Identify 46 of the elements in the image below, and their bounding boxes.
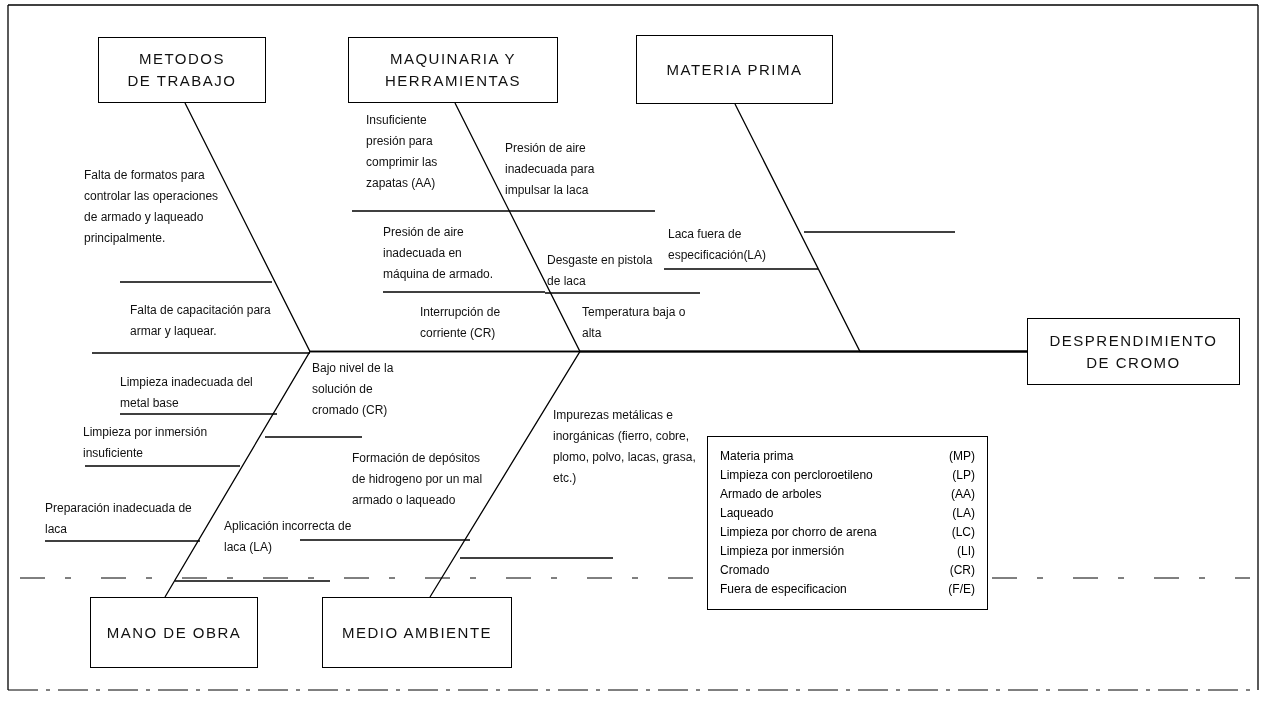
legend-entry-text: Armado de arboles bbox=[720, 486, 823, 503]
effect-box bbox=[1027, 318, 1240, 385]
cause-text: Temperatura baja o alta bbox=[582, 304, 687, 342]
cause-text: Falta de capacitación para armar y laquear. bbox=[130, 302, 272, 340]
box-heading: MEDIO AMBIENTE bbox=[341, 622, 493, 643]
box-heading: MATERIA PRIMA bbox=[666, 59, 803, 80]
box-heading: MANO DE OBRA bbox=[106, 622, 242, 643]
cause-text: Bajo nivel de la solución de cromado (CR) bbox=[312, 360, 395, 419]
box-heading: METODOS DE TRABAJO bbox=[127, 49, 237, 91]
abbreviation-text: (AA) bbox=[950, 486, 975, 503]
cause-text: Presión de aire inadecuada en máquina de armado. bbox=[383, 224, 495, 283]
legend-entry-text: Cromado bbox=[720, 562, 771, 579]
legend-entry-text: Limpieza por chorro de arena bbox=[720, 524, 878, 541]
abbreviation-text: (F/E) bbox=[948, 581, 975, 598]
legend-box bbox=[707, 436, 988, 610]
abbreviation-text: (CR) bbox=[948, 562, 975, 579]
legend-entry-text: Laqueado bbox=[720, 505, 775, 522]
abbreviation-text: (MP) bbox=[948, 448, 975, 465]
category-box bbox=[90, 597, 258, 668]
abbreviation-text: (LC) bbox=[950, 524, 975, 541]
abbreviation-text: (LI) bbox=[956, 543, 975, 560]
fishbone-line bbox=[429, 350, 1028, 598]
legend-entry-text: Fuera de especificacion bbox=[720, 581, 848, 598]
cause-text: Formación de depósitos de hidrogeno por un mal armado o laqueado bbox=[352, 450, 484, 509]
cause-text: Limpieza por inmersión insuficiente bbox=[83, 424, 209, 462]
box-heading: MAQUINARIA Y HERRAMIENTAS bbox=[383, 49, 523, 91]
cause-text: Aplicación incorrecta de laca (LA) bbox=[224, 518, 353, 556]
cause-text: Desgaste en pistola de laca bbox=[547, 252, 654, 290]
category-box bbox=[348, 37, 558, 103]
cause-text: Insuficiente presión para comprimir las zapatas (AA) bbox=[366, 112, 439, 192]
cause-text: Impurezas metálicas e inorgánicas (fierro, cobre, plomo, polvo, lacas, grasa, etc.) bbox=[553, 407, 697, 487]
abbreviation-text: (LP) bbox=[951, 467, 975, 484]
category-box bbox=[322, 597, 512, 668]
cause-text: Presión de aire inadecuada para impulsar la laca bbox=[505, 140, 596, 199]
cause-text: Preparación inadecuada de laca bbox=[45, 500, 193, 538]
box-heading: DESPRENDIMIENTO DE CROMO bbox=[1048, 330, 1219, 373]
legend-entry-text: Limpieza por inmersión bbox=[720, 543, 846, 560]
category-box bbox=[636, 35, 833, 104]
cause-text: Limpieza inadecuada del metal base bbox=[120, 374, 254, 412]
legend-entry-text: Materia prima bbox=[720, 448, 795, 465]
category-box bbox=[98, 37, 266, 103]
cause-text: Falta de formatos para controlar las operaciones de armado y laqueado principalmente. bbox=[84, 167, 220, 247]
cause-text: Interrupción de corriente (CR) bbox=[420, 304, 502, 342]
legend-entry-text: Limpieza con percloroetileno bbox=[720, 467, 874, 484]
cause-text: Laca fuera de especificación(LA) bbox=[668, 226, 768, 264]
abbreviation-text: (LA) bbox=[951, 505, 975, 522]
